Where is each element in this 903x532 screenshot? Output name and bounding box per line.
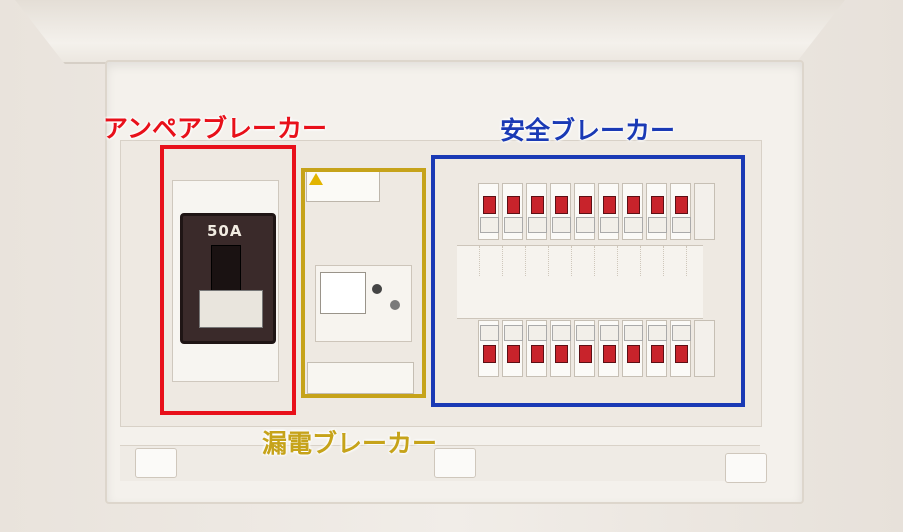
breaker-label	[480, 217, 499, 233]
earth-leakage-breaker-plate	[320, 272, 366, 314]
toggle-switch-icon[interactable]	[675, 345, 688, 363]
safety-breaker[interactable]	[574, 320, 595, 377]
breaker-label	[504, 325, 523, 341]
toggle-switch-icon[interactable]	[603, 196, 616, 214]
toggle-switch-icon[interactable]	[627, 196, 640, 214]
toggle-switch-icon[interactable]	[651, 196, 664, 214]
breaker-label	[552, 217, 571, 233]
breaker-label	[528, 217, 547, 233]
bottom-right-tab	[725, 453, 767, 483]
breaker-label	[528, 325, 547, 341]
safety-breaker[interactable]	[478, 320, 499, 377]
indicator-icon	[390, 300, 400, 310]
safety-breaker[interactable]	[622, 320, 643, 377]
safety-breaker[interactable]	[670, 320, 691, 377]
safety-breaker[interactable]	[526, 320, 547, 377]
breaker-label	[648, 325, 667, 341]
safety-breaker[interactable]	[670, 183, 691, 240]
safety-breaker[interactable]	[646, 320, 667, 377]
breaker-label	[624, 217, 643, 233]
breaker-label	[624, 325, 643, 341]
toggle-switch-icon[interactable]	[507, 345, 520, 363]
info-sticker	[307, 362, 414, 394]
breaker-label	[576, 325, 595, 341]
safety-breaker[interactable]	[502, 320, 523, 377]
circuit-label-band	[457, 245, 703, 319]
breaker-label	[672, 325, 691, 341]
breaker-label	[504, 217, 523, 233]
safety-breaker[interactable]	[550, 320, 571, 377]
toggle-switch-icon[interactable]	[579, 345, 592, 363]
ampere-breaker-caption: アンペアブレーカー	[103, 115, 328, 143]
safety-breaker[interactable]	[526, 183, 547, 240]
toggle-switch-icon[interactable]	[555, 196, 568, 214]
toggle-switch-icon[interactable]	[627, 345, 640, 363]
toggle-switch-icon[interactable]	[651, 345, 664, 363]
safety-breaker[interactable]	[598, 320, 619, 377]
safety-breakers-top-row	[478, 183, 715, 240]
breaker-label	[600, 325, 619, 341]
toggle-switch-icon[interactable]	[603, 345, 616, 363]
breaker-label	[672, 217, 691, 233]
breaker-label	[480, 325, 499, 341]
toggle-switch-icon[interactable]	[507, 196, 520, 214]
breaker-label	[576, 217, 595, 233]
breaker-label	[648, 217, 667, 233]
ampere-breaker-label-plate	[199, 290, 263, 328]
test-button-icon[interactable]	[372, 284, 382, 294]
safety-breaker[interactable]	[502, 183, 523, 240]
safety-breaker-blank	[694, 183, 715, 240]
safety-breaker[interactable]	[622, 183, 643, 240]
breaker-label	[600, 217, 619, 233]
safety-breaker-blank	[694, 320, 715, 377]
toggle-switch-icon[interactable]	[579, 196, 592, 214]
safety-breakers-bottom-row	[478, 320, 715, 377]
safety-breaker[interactable]	[550, 183, 571, 240]
toggle-switch-icon[interactable]	[531, 196, 544, 214]
toggle-switch-icon[interactable]	[483, 196, 496, 214]
bottom-left-tab	[135, 448, 177, 478]
toggle-switch-icon[interactable]	[675, 196, 688, 214]
bottom-center-tab	[434, 448, 476, 478]
breaker-label	[552, 325, 571, 341]
earth-leakage-breaker-highlight	[301, 168, 426, 398]
toggle-switch-icon[interactable]	[531, 345, 544, 363]
ampere-rating-text: 50A	[207, 222, 243, 240]
toggle-switch-icon[interactable]	[483, 345, 496, 363]
panel-cover-lid	[15, 0, 845, 64]
safety-breaker[interactable]	[646, 183, 667, 240]
safety-breaker[interactable]	[478, 183, 499, 240]
safety-breaker-caption: 安全ブレーカー	[500, 117, 676, 145]
ampere-breaker-highlight	[160, 145, 296, 415]
earth-leakage-breaker-caption: 漏電ブレーカー	[262, 430, 438, 458]
safety-breaker-highlight	[431, 155, 745, 407]
safety-breaker[interactable]	[574, 183, 595, 240]
warning-icon	[309, 173, 323, 185]
safety-breaker[interactable]	[598, 183, 619, 240]
toggle-switch-icon[interactable]	[555, 345, 568, 363]
